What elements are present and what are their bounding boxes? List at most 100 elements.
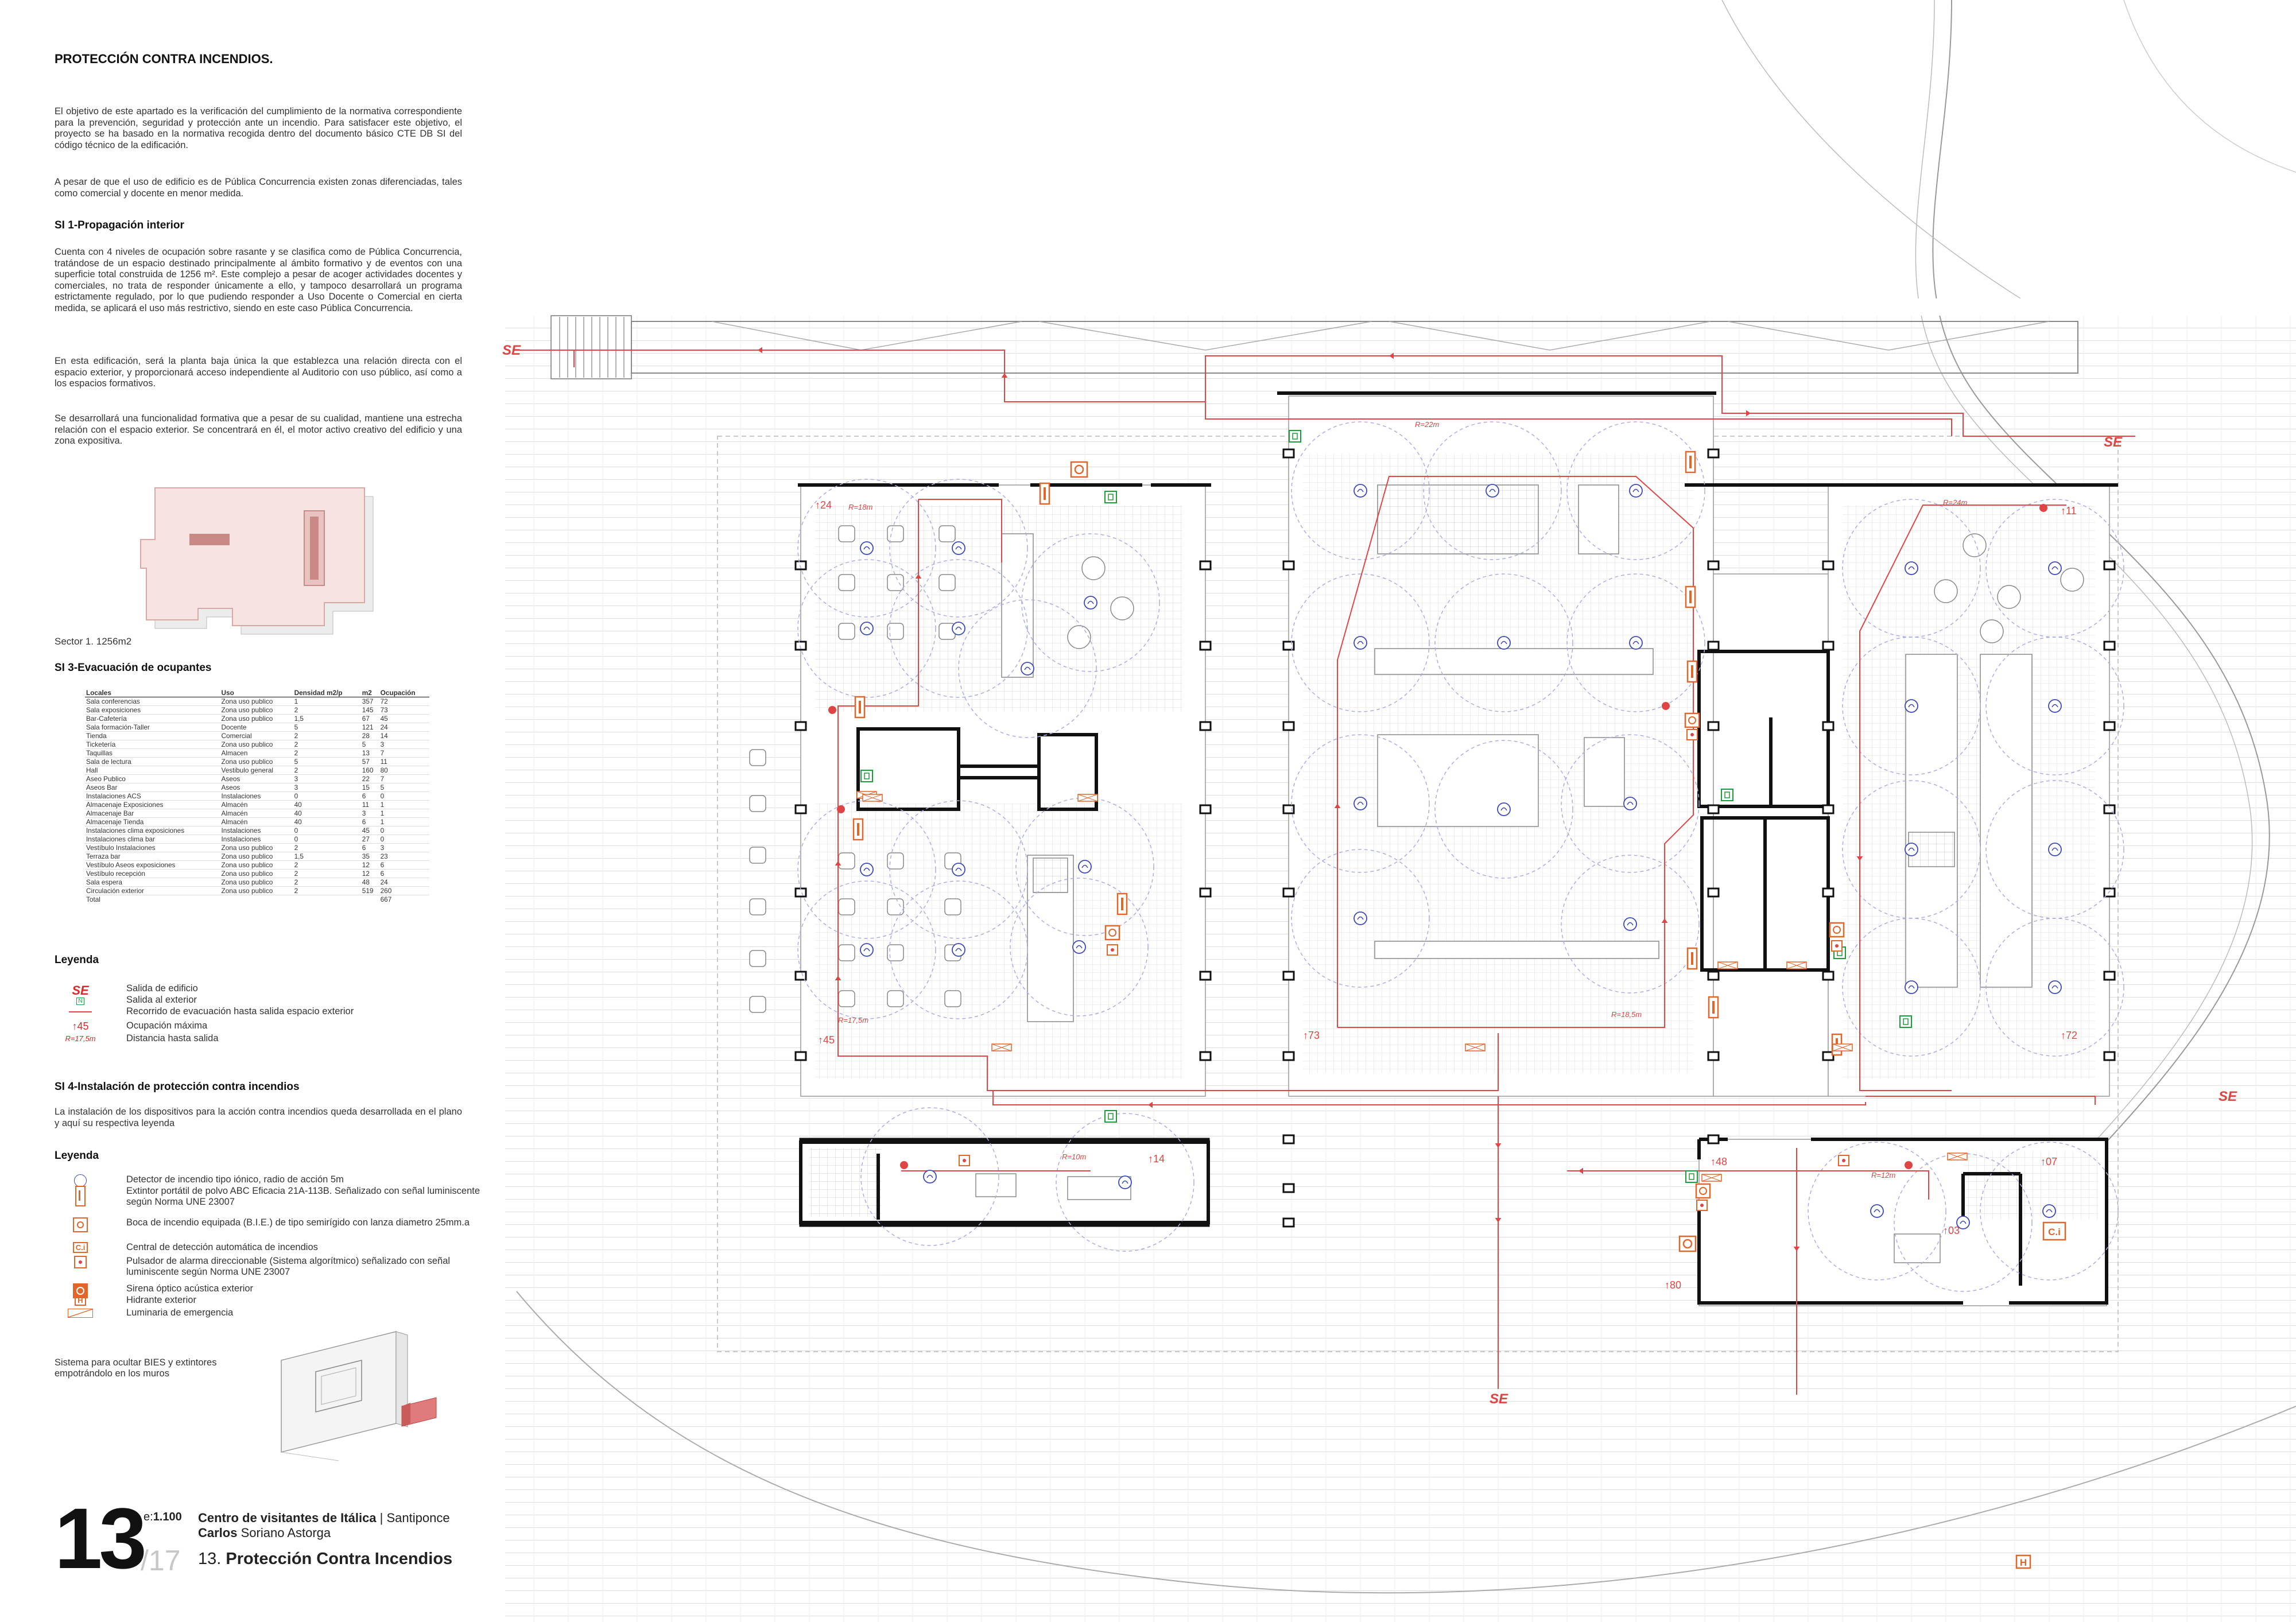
exit-sign-icon — [1289, 430, 1301, 443]
table-cell: 0 — [293, 791, 361, 801]
detector-icon — [952, 541, 965, 555]
sector-caption: Sector 1. 1256m2 — [55, 636, 132, 647]
table-cell: 22 — [360, 774, 379, 783]
chair — [838, 623, 855, 640]
scale-prefix: e: — [144, 1511, 153, 1523]
route-arrow — [758, 347, 762, 354]
distance-label: R=22m — [1415, 420, 1439, 429]
sheet-prefix: 13. — [198, 1550, 226, 1568]
table-cell: 6 — [360, 791, 379, 801]
table-cell: 67 — [360, 714, 379, 723]
column — [1822, 560, 1835, 571]
detector-icon — [1956, 1216, 1970, 1229]
si1-paragraph-1: Cuenta con 4 niveles de ocupación sobre … — [55, 247, 462, 313]
scale-value: 1.100 — [153, 1511, 182, 1523]
detector-radius — [1842, 637, 1981, 775]
column — [1822, 804, 1835, 814]
route-arrow — [1148, 1101, 1153, 1108]
occupancy-label: ↑14 — [1148, 1153, 1165, 1165]
column — [1822, 641, 1835, 651]
chair — [749, 996, 766, 1013]
exit-sign-icon — [860, 770, 873, 782]
detector-radius — [958, 599, 1097, 738]
exit-sign-icon — [1104, 1110, 1117, 1123]
chair — [887, 574, 904, 591]
legend-symbol — [63, 1256, 98, 1268]
table-cell: Zona uso publico — [220, 740, 293, 749]
detector-icon — [952, 622, 965, 635]
detectors — [860, 484, 2062, 1229]
round-table — [1081, 556, 1106, 580]
route-arrow — [1495, 1218, 1502, 1223]
columns — [794, 448, 2116, 1228]
legend-symbol: N — [63, 995, 98, 1006]
route-arrow — [915, 574, 922, 579]
detector-icon — [2048, 561, 2062, 575]
table-cell: 7 — [379, 774, 429, 783]
detector-radius — [1056, 1113, 1194, 1252]
detector-radius — [889, 880, 1028, 1019]
detector-icon — [1497, 636, 1511, 650]
table-cell: Terraza bar — [85, 852, 220, 861]
column — [1822, 1051, 1835, 1061]
chair — [944, 898, 961, 915]
column — [1822, 887, 1835, 898]
legend-text: Boca de incendio equipada (B.I.E.) de ti… — [126, 1217, 470, 1228]
round-table — [1997, 585, 2021, 609]
table-cell: 5 — [360, 740, 379, 749]
legend-evacuation-heading: Leyenda — [55, 954, 99, 966]
table-cell: Aseos Bar — [85, 783, 220, 792]
chair — [938, 525, 956, 542]
table-cell: 6 — [379, 860, 429, 870]
column — [794, 560, 807, 571]
route-symbol — [69, 1011, 92, 1012]
chair — [887, 898, 904, 915]
table-cell: Zona uso publico — [220, 843, 293, 852]
column — [2103, 721, 2116, 731]
evacuation-routes — [517, 350, 2135, 1395]
table-header-cell: Locales — [85, 689, 220, 697]
route-origin — [1662, 702, 1670, 710]
table-cell: Zona uso publico — [220, 878, 293, 887]
route-arrow — [835, 861, 841, 866]
table-cell: Tienda — [85, 731, 220, 740]
route-arrow — [1578, 1167, 1583, 1174]
bies-wall-sketch — [281, 1331, 437, 1461]
table-header-cell: Ocupación — [379, 689, 429, 697]
detector-icon — [1021, 662, 1034, 676]
chair — [749, 749, 766, 766]
chair — [887, 990, 904, 1007]
detector-icon — [1905, 843, 1918, 856]
table-cell: Almacen — [220, 748, 293, 758]
table-cell: 3 — [379, 740, 429, 749]
route-origin — [828, 706, 836, 714]
bie-icon — [1695, 1183, 1711, 1199]
detector-radius — [797, 559, 936, 698]
hydrant-icon: H — [75, 1295, 86, 1306]
detector-icon — [860, 943, 874, 957]
column — [1822, 971, 1835, 981]
column — [2103, 1051, 2116, 1061]
table-cell: 2 — [293, 766, 361, 775]
legend-symbol — [63, 1186, 98, 1206]
table-cell: Vestíbulo Instalaciones — [85, 843, 220, 852]
se-label: SE — [2219, 1089, 2237, 1104]
table-cell: 80 — [379, 766, 429, 775]
table-cell: Zona uso publico — [220, 705, 293, 715]
table-cell: Instalaciones ACS — [85, 791, 220, 801]
route-origin — [900, 1161, 908, 1169]
column — [1282, 1134, 1295, 1144]
table-cell: Instalaciones clima exposiciones — [85, 826, 220, 835]
column — [1282, 721, 1295, 731]
table-cell: Vestíbulo recepción — [85, 869, 220, 878]
detector-icon — [1353, 636, 1367, 650]
sector-thumbnail — [140, 487, 374, 635]
round-table — [1067, 625, 1091, 649]
se-label: SE — [1490, 1391, 1508, 1407]
legend-symbol — [63, 1217, 98, 1232]
detector-radius — [1434, 573, 1573, 712]
